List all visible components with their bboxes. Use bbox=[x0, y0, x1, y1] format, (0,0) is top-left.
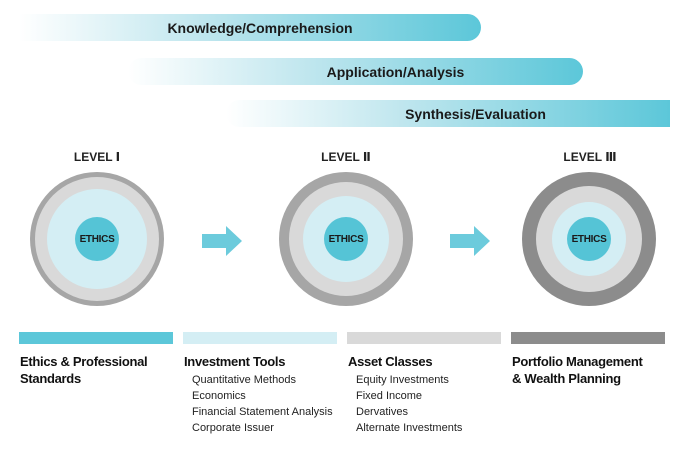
ethics-core: ETHICS bbox=[75, 217, 119, 261]
list-item: Economics bbox=[192, 390, 246, 402]
arrow-right-icon bbox=[202, 226, 242, 256]
level-3-circle: ETHICS bbox=[522, 172, 656, 306]
category-title-portfolio-management: Portfolio Management & Wealth Planning bbox=[512, 353, 643, 387]
investment-tools-list: Quantitative Methods Economics Financial… bbox=[192, 372, 333, 436]
list-item: Fixed Income bbox=[356, 390, 423, 402]
title-line: Asset Classes bbox=[348, 354, 433, 369]
title-line: & Wealth Planning bbox=[512, 371, 621, 386]
list-item: Alternate Investments bbox=[356, 422, 463, 434]
category-bar-portfolio-management bbox=[511, 332, 665, 344]
level-3-label: LEVEL Ⅲ bbox=[563, 150, 617, 164]
title-line: Standards bbox=[20, 371, 81, 386]
level-2-label: LEVEL Ⅱ bbox=[321, 150, 371, 164]
band-label: Synthesis/Evaluation bbox=[405, 105, 546, 122]
band-label: Application/Analysis bbox=[326, 63, 465, 80]
ethics-core: ETHICS bbox=[324, 217, 368, 261]
title-line: Portfolio Management bbox=[512, 354, 643, 369]
category-title-asset-classes: Asset Classes bbox=[348, 353, 433, 370]
level-1-circle: ETHICS bbox=[30, 172, 164, 306]
list-item: Dervatives bbox=[356, 406, 408, 418]
list-item: Corporate Issuer bbox=[192, 422, 274, 434]
category-title-investment-tools: Investment Tools bbox=[184, 353, 285, 370]
level-1-label: LEVEL Ⅰ bbox=[73, 150, 121, 164]
band-knowledge-comprehension: Knowledge/Comprehension bbox=[19, 14, 481, 41]
asset-classes-list: Equity Investments Fixed Income Dervativ… bbox=[356, 372, 462, 436]
band-application-analysis: Application/Analysis bbox=[128, 58, 583, 85]
category-bar-investment-tools bbox=[183, 332, 337, 344]
ethics-core: ETHICS bbox=[567, 217, 611, 261]
band-label: Knowledge/Comprehension bbox=[167, 19, 353, 36]
list-item: Financial Statement Analysis bbox=[192, 406, 333, 418]
list-item: Quantitative Methods bbox=[192, 374, 296, 386]
list-item: Equity Investments bbox=[356, 374, 449, 386]
band-synthesis-evaluation: Synthesis/Evaluation bbox=[226, 100, 670, 127]
title-line: Investment Tools bbox=[184, 354, 286, 369]
category-bar-asset-classes bbox=[347, 332, 501, 344]
title-line: Ethics & Professional bbox=[20, 354, 148, 369]
category-bar-ethics bbox=[19, 332, 173, 344]
category-title-ethics: Ethics & Professional Standards bbox=[20, 353, 148, 387]
level-2-circle: ETHICS bbox=[279, 172, 413, 306]
arrow-right-icon bbox=[450, 226, 490, 256]
